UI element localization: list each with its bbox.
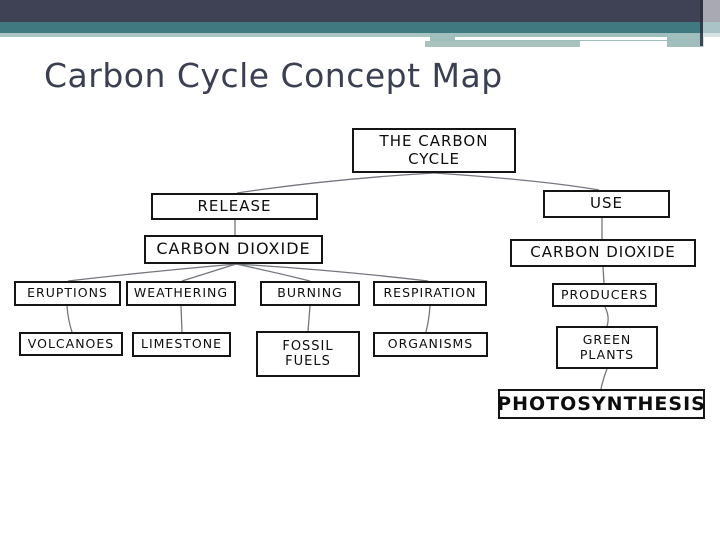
edge-co2-respiration <box>235 263 429 282</box>
node-label: FUELS <box>285 354 331 369</box>
node-burning: BURNING <box>260 281 360 306</box>
header-accent-white-bar <box>580 41 667 47</box>
edge-weathering-limestone <box>180 305 183 333</box>
header-vertical-dark-stripe <box>700 0 703 46</box>
node-label: FOSSIL <box>282 338 334 354</box>
node-label: USE <box>590 194 623 213</box>
edge-co2-burning <box>235 263 311 282</box>
node-limestone: LIMESTONE <box>132 332 231 357</box>
node-release: RELEASE <box>151 193 318 220</box>
node-label: RELEASE <box>197 196 272 215</box>
edge-eruptions-volcanoes <box>66 305 73 333</box>
node-label: ORGANISMS <box>387 336 474 352</box>
node-label: PRODUCERS <box>560 286 649 302</box>
edge-green-photosynthesis <box>600 368 608 390</box>
header-band-dark <box>0 0 720 22</box>
node-carbon-dioxide-left: CARBON DIOXIDE <box>144 235 323 264</box>
node-fossil-fuels: FOSSIL FUELS <box>256 331 360 377</box>
page-title: Carbon Cycle Concept Map <box>44 56 503 95</box>
edge-co2-producers <box>602 266 605 284</box>
node-respiration: RESPIRATION <box>373 281 487 306</box>
node-label: THE CARBON <box>379 131 489 150</box>
node-label: BURNING <box>277 285 343 301</box>
node-label: CARBON DIOXIDE <box>156 239 311 259</box>
node-volcanoes: VOLCANOES <box>19 332 123 356</box>
node-label: VOLCANOES <box>27 335 115 351</box>
header-vertical-gray-stripe <box>703 0 720 50</box>
edge-respiration-organisms <box>425 305 431 333</box>
node-label: ERUPTIONS <box>27 285 108 301</box>
node-carbon-dioxide-right: CARBON DIOXIDE <box>510 239 696 267</box>
node-green-plants: GREEN PLANTS <box>556 326 658 369</box>
node-photosynthesis: PHOTOSYNTHESIS <box>497 389 706 419</box>
node-label: CYCLE <box>408 149 460 168</box>
header-band-teal <box>0 22 720 33</box>
edge-cycle-release <box>236 172 435 194</box>
node-label: PHOTOSYNTHESIS <box>497 392 706 415</box>
header-band-sage <box>0 33 720 37</box>
node-label: CARBON DIOXIDE <box>530 243 676 262</box>
node-label: LIMESTONE <box>141 336 222 352</box>
header-accent-sage-bar <box>425 41 580 47</box>
node-producers: PRODUCERS <box>552 283 657 307</box>
edge-cycle-use <box>433 172 600 191</box>
node-organisms: ORGANISMS <box>373 332 488 357</box>
node-the-carbon-cycle: THE CARBON CYCLE <box>352 128 516 173</box>
node-label: RESPIRATION <box>383 285 477 301</box>
node-label: WEATHERING <box>133 285 229 301</box>
node-label: GREEN <box>582 331 632 347</box>
edge-burning-fossil <box>307 305 311 332</box>
edge-co2-eruptions <box>67 263 237 282</box>
edge-co2-weathering <box>181 263 237 282</box>
node-label: PLANTS <box>579 346 635 362</box>
node-eruptions: ERUPTIONS <box>14 281 121 306</box>
node-weathering: WEATHERING <box>126 281 236 306</box>
edge-producers-green <box>604 306 609 327</box>
header-accent-white-line <box>455 37 667 40</box>
node-use: USE <box>543 190 670 218</box>
